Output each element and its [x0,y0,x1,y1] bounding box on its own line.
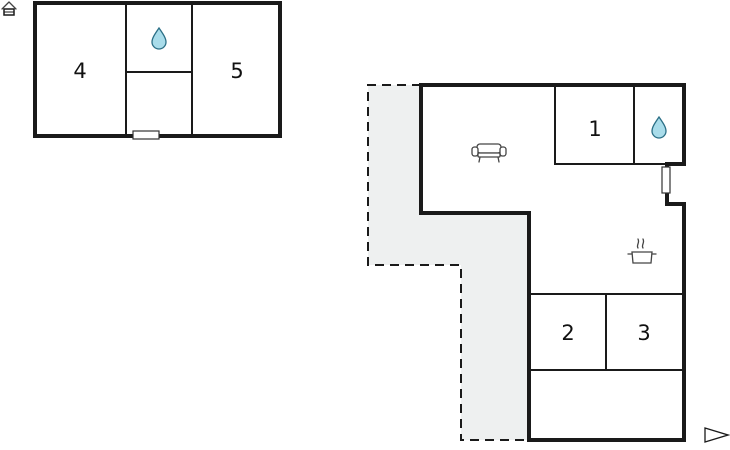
room-2-label: 2 [561,321,574,345]
ground-floor-outline [419,83,686,442]
room-5-label: 5 [230,59,243,83]
cooking-pot-icon [627,238,657,264]
terrace-area [368,85,529,440]
door [661,166,671,194]
door [132,130,160,140]
room-3-label: 3 [637,321,650,345]
bathroom-water-drop-icon [651,115,667,139]
north-arrow-icon [704,427,730,443]
terrace-edge [367,84,529,441]
upper-floor: 4 5 [33,1,282,140]
bathroom-water-drop-icon [151,26,167,50]
wall-divider [554,85,667,165]
house-stairs-icon [1,1,17,16]
sofa-icon [471,143,507,163]
room-1-label: 1 [588,117,601,141]
ground-floor: 1 2 3 [367,83,686,442]
room-4-label: 4 [73,59,86,83]
